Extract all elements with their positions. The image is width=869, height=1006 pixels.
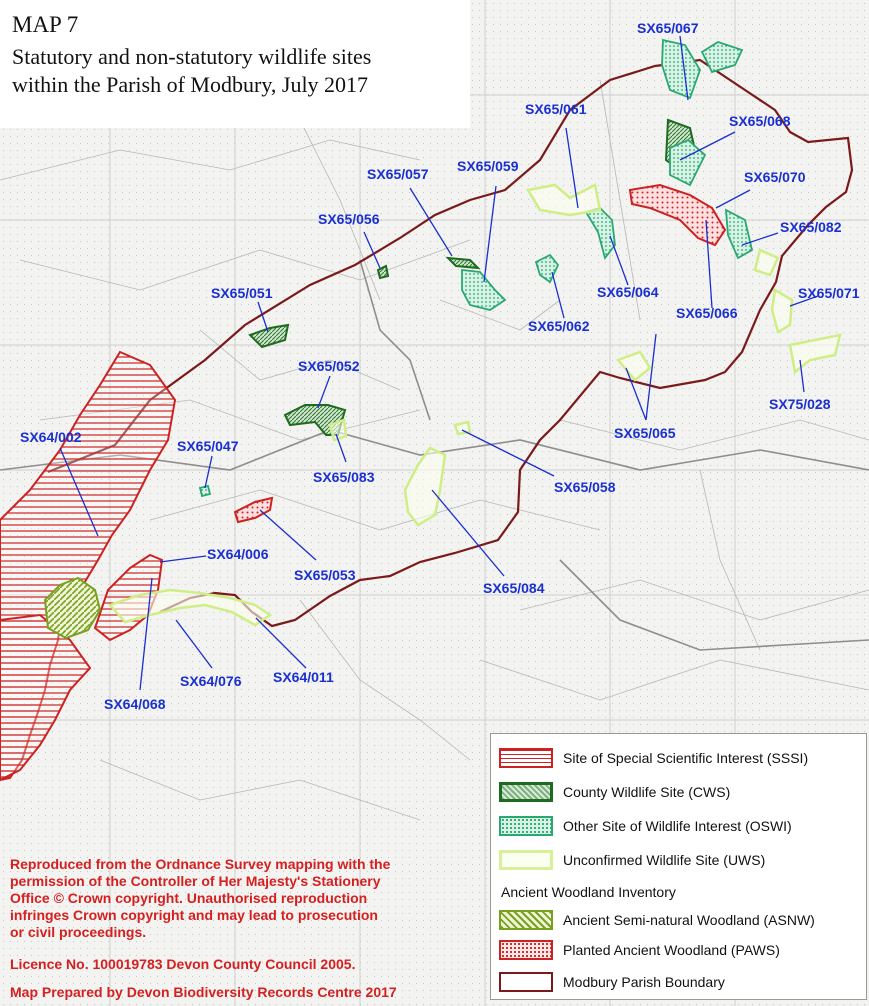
- leader-lines: [59, 35, 819, 691]
- site-label-sx65-056[interactable]: SX65/056: [318, 211, 380, 227]
- legend-label-paws: Planted Ancient Woodland (PAWS): [563, 942, 780, 958]
- uws-sites[interactable]: [107, 183, 842, 627]
- legend-label-oswi: Other Site of Wildlife Interest (OSWI): [563, 818, 792, 834]
- site-label-sx65-083[interactable]: SX65/083: [313, 469, 375, 485]
- credit-line-5: or civil proceedings.: [10, 924, 147, 940]
- paws-swatch: [499, 940, 553, 960]
- site-label-sx65-062[interactable]: SX65/062: [528, 318, 590, 334]
- site-label-sx65-053[interactable]: SX65/053: [294, 567, 356, 583]
- site-label-sx65-052[interactable]: SX65/052: [298, 358, 360, 374]
- site-label-sx75-028[interactable]: SX75/028: [769, 396, 831, 412]
- site-label-sx65-051[interactable]: SX65/051: [211, 285, 273, 301]
- site-label-sx65-082[interactable]: SX65/082: [780, 219, 842, 235]
- site-label-sx65-068[interactable]: SX65/068: [729, 113, 791, 129]
- site-label-sx65-067[interactable]: SX65/067: [637, 20, 699, 36]
- legend-heading-awi: Ancient Woodland Inventory: [501, 884, 676, 900]
- prepared-by-text: Map Prepared by Devon Biodiversity Recor…: [10, 984, 397, 1000]
- site-label-sx64-006[interactable]: SX64/006: [207, 546, 269, 562]
- uws-swatch: [499, 850, 553, 870]
- legend-item-asnw: Ancient Semi-natural Woodland (ASNW): [499, 908, 815, 932]
- legend-label-sssi: Site of Special Scientific Interest (SSS…: [563, 750, 809, 766]
- legend-item-oswi: Other Site of Wildlife Interest (OSWI): [499, 814, 792, 838]
- site-label-sx65-066[interactable]: SX65/066: [676, 305, 738, 321]
- legend-label-cws: County Wildlife Site (CWS): [563, 784, 731, 800]
- legend-item-sssi: Site of Special Scientific Interest (SSS…: [499, 746, 808, 770]
- site-label-sx65-064[interactable]: SX65/064: [597, 284, 659, 300]
- site-label-sx65-057[interactable]: SX65/057: [367, 166, 429, 182]
- legend: Site of Special Scientific Interest (SSS…: [490, 733, 867, 1000]
- licence-text: Licence No. 100019783 Devon County Counc…: [10, 956, 356, 972]
- credit-line-1: Reproduced from the Ordnance Survey mapp…: [10, 856, 391, 872]
- oswi-sites[interactable]: [198, 38, 754, 498]
- site-label-sx65-058[interactable]: SX65/058: [554, 479, 616, 495]
- site-label-sx64-076[interactable]: SX64/076: [180, 673, 242, 689]
- asnw-area[interactable]: [43, 576, 102, 640]
- boundary-swatch: [499, 972, 553, 992]
- parish-boundary: [47, 58, 854, 628]
- site-label-sx65-071[interactable]: SX65/071: [798, 285, 860, 301]
- cws-swatch: [499, 782, 553, 802]
- credit-line-4: infringes Crown copyright and may lead t…: [10, 907, 378, 923]
- legend-item-paws: Planted Ancient Woodland (PAWS): [499, 938, 780, 962]
- site-label-sx64-011[interactable]: SX64/011: [273, 669, 334, 685]
- site-label-sx65-059[interactable]: SX65/059: [457, 158, 519, 174]
- paws-area-sx65-053[interactable]: [233, 496, 274, 524]
- legend-label-asnw: Ancient Semi-natural Woodland (ASNW): [563, 912, 815, 928]
- site-label-sx65-084[interactable]: SX65/084: [483, 580, 545, 596]
- legend-item-cws: County Wildlife Site (CWS): [499, 780, 730, 804]
- legend-label-boundary: Modbury Parish Boundary: [563, 974, 725, 990]
- asnw-swatch: [499, 910, 553, 930]
- title-block: MAP 7 Statutory and non-statutory wildli…: [0, 0, 470, 128]
- oswi-swatch: [499, 816, 553, 836]
- legend-item-boundary: Modbury Parish Boundary: [499, 970, 725, 994]
- map-title-line2: within the Parish of Modbury, July 2017: [12, 72, 369, 97]
- site-label-sx65-047[interactable]: SX65/047: [177, 438, 239, 454]
- site-label-sx64-002[interactable]: SX64/002: [20, 429, 82, 445]
- basemap-field-lines: [0, 39, 869, 821]
- site-labels: SX65/067 SX65/061 SX65/068 SX65/057 SX65…: [20, 20, 860, 712]
- map-number: MAP 7: [12, 12, 79, 37]
- sssi-swatch: [499, 748, 553, 768]
- map-title-line1: Statutory and non-statutory wildlife sit…: [12, 44, 372, 69]
- credit-line-2: permission of the Controller of Her Maje…: [10, 873, 381, 889]
- site-label-sx65-061[interactable]: SX65/061: [525, 101, 587, 117]
- site-label-sx65-070[interactable]: SX65/070: [744, 169, 806, 185]
- site-label-sx64-068[interactable]: SX64/068: [104, 696, 166, 712]
- site-label-sx65-065[interactable]: SX65/065: [614, 425, 676, 441]
- credit-line-3: Office © Crown copyright. Unauthorised r…: [10, 890, 368, 906]
- legend-item-uws: Unconfirmed Wildlife Site (UWS): [499, 848, 765, 872]
- legend-label-uws: Unconfirmed Wildlife Site (UWS): [563, 852, 766, 868]
- paws-area-sx65-066[interactable]: [628, 183, 727, 247]
